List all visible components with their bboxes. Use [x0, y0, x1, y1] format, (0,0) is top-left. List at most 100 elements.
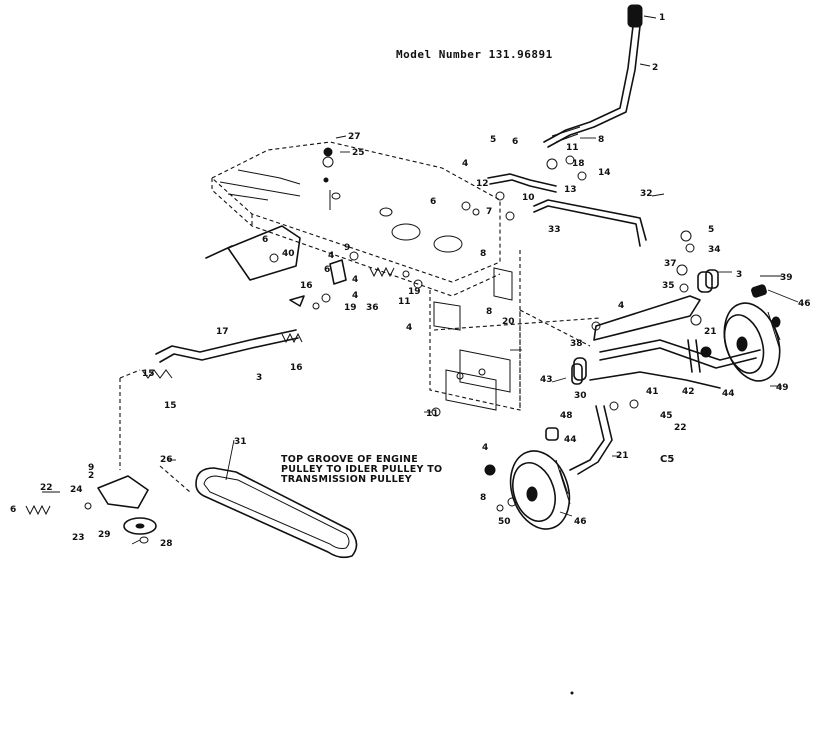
- spring-22: [25, 504, 51, 516]
- callout: 37: [664, 259, 677, 269]
- callout: 42: [682, 387, 695, 397]
- callout: 3: [256, 373, 262, 383]
- callout: 38: [570, 339, 583, 349]
- callout: 12: [476, 179, 489, 189]
- idler-assembly: [97, 475, 157, 544]
- callout: 8: [480, 249, 486, 259]
- callout: 4: [406, 323, 412, 333]
- callout: 31: [234, 437, 247, 447]
- callout: 41: [646, 387, 659, 397]
- note-line-3: TRANSMISSION PULLEY: [281, 474, 412, 485]
- callout: 11: [426, 409, 439, 419]
- callout: 8: [480, 493, 486, 503]
- callout: 13: [564, 185, 577, 195]
- linkage-rods: [487, 173, 647, 247]
- v-belt: [195, 467, 358, 559]
- hardware: [84, 147, 719, 512]
- frame-plate: [211, 141, 501, 297]
- callout: 20: [502, 317, 515, 327]
- callout: 5: [708, 225, 714, 235]
- callout: 36: [366, 303, 379, 313]
- callout: 15: [164, 401, 177, 411]
- frame-side-panel: [429, 250, 521, 411]
- callout: 2: [652, 63, 658, 73]
- section-code: C5: [660, 454, 674, 465]
- callout: 43: [540, 375, 553, 385]
- callout-numbers: 1 2 6 5 8 4 11 18 14 13 10 7 12 32 33 27…: [10, 13, 811, 549]
- callout: 4: [352, 291, 358, 301]
- callout: 45: [660, 411, 673, 421]
- leader-lines: [42, 15, 799, 545]
- callout: 15: [142, 369, 155, 379]
- callout: 11: [398, 297, 411, 307]
- callout: 4: [328, 251, 334, 261]
- callout: 44: [722, 389, 735, 399]
- callout: 4: [618, 301, 624, 311]
- callout: 32: [640, 189, 653, 199]
- callout: 44: [564, 435, 577, 445]
- callout: 6: [10, 505, 16, 515]
- callout: 40: [282, 249, 295, 259]
- callout: 4: [352, 275, 358, 285]
- callout: 48: [560, 411, 573, 421]
- callout: 1: [659, 13, 665, 23]
- springs: [25, 266, 395, 516]
- callout: 22: [40, 483, 53, 493]
- cable-runs: [119, 309, 601, 493]
- model-number: Model Number 131.96891: [396, 48, 553, 61]
- callout: 35: [662, 281, 675, 291]
- callout: 39: [780, 273, 793, 283]
- callout: 19: [408, 287, 421, 297]
- callout: 14: [598, 168, 611, 178]
- note-line-1: TOP GROOVE OF ENGINE: [281, 454, 418, 465]
- callout: 23: [72, 533, 85, 543]
- callout: 25: [352, 148, 365, 158]
- callout: 24: [70, 485, 83, 495]
- callout: 19: [344, 303, 357, 313]
- idler-pulley: [123, 517, 157, 535]
- callout: 7: [486, 207, 492, 217]
- callout: 28: [160, 539, 173, 549]
- callout: 30: [574, 391, 587, 401]
- pedal-linkage: [155, 225, 347, 363]
- lever-knob: [627, 4, 643, 28]
- belt-routing-note: TOP GROOVE OF ENGINE PULLEY TO IDLER PUL…: [281, 454, 442, 485]
- callout: 6: [512, 137, 518, 147]
- callout: 16: [290, 363, 303, 373]
- callout: 6: [262, 235, 268, 245]
- spring-36: [369, 266, 395, 278]
- callout: 49: [776, 383, 789, 393]
- callout: 21: [616, 451, 629, 461]
- spring-15: [141, 369, 173, 379]
- shift-lever: [543, 4, 643, 148]
- callout: 5: [490, 135, 496, 145]
- callout: 6: [324, 265, 330, 275]
- callout: 26: [160, 455, 173, 465]
- callout: 17: [216, 327, 229, 337]
- callout: 8: [486, 307, 492, 317]
- front-axle: [573, 271, 761, 389]
- callout: 2: [88, 471, 94, 481]
- callout: 9: [88, 463, 94, 473]
- front-wheel-left: [509, 405, 613, 530]
- note-line-2: PULLEY TO IDLER PULLEY TO: [281, 464, 442, 475]
- callout: 27: [348, 132, 361, 142]
- callout: 50: [498, 517, 511, 527]
- callout: 46: [574, 517, 587, 527]
- callout: 11: [566, 143, 579, 153]
- callout: 4: [482, 443, 488, 453]
- callout: 46: [798, 299, 811, 309]
- callout: 4: [462, 159, 468, 169]
- callout: 16: [300, 281, 313, 291]
- spring-16: [281, 332, 303, 344]
- frame-hole: [433, 235, 463, 253]
- callout: 18: [572, 159, 585, 169]
- callout: 3: [736, 270, 742, 280]
- callout: 22: [674, 423, 687, 433]
- callout: 34: [708, 245, 721, 255]
- callout: 9: [344, 243, 350, 253]
- callout: 21: [704, 327, 717, 337]
- callout: 29: [98, 530, 111, 540]
- callout: 33: [548, 225, 561, 235]
